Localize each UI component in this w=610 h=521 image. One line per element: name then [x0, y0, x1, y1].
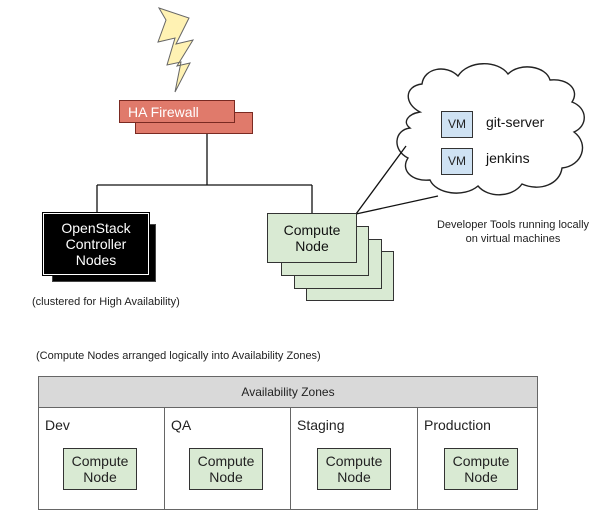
zone-column-staging: Staging Compute Node [291, 408, 418, 510]
dev-tools-caption: Developer Tools running locally on virtu… [436, 219, 590, 246]
vm-name-jenkins: jenkins [486, 150, 530, 166]
controller-label: OpenStack Controller Nodes [61, 219, 131, 269]
availability-zones-header: Availability Zones [39, 377, 537, 408]
az-caption: (Compute Nodes arranged logically into A… [36, 350, 321, 362]
availability-zones-table: Availability Zones Dev Compute Node QA C… [38, 376, 538, 510]
zone-name: Dev [45, 417, 70, 433]
zone-column-production: Production Compute Node [418, 408, 537, 510]
vm-name-git-server: git-server [486, 114, 545, 130]
cloud-connector-upper [355, 145, 407, 215]
cloud-connector-lower [355, 195, 439, 215]
zone-column-dev: Dev Compute Node [39, 408, 165, 510]
zone-name: Production [424, 417, 491, 433]
controller-caption: (clustered for High Availability) [32, 296, 180, 308]
vm-badge-git-server: VM [441, 111, 473, 138]
zone-compute-node: Compute Node [317, 448, 391, 490]
compute-node-label: Compute Node [283, 221, 341, 254]
firewall-box: HA Firewall [119, 100, 235, 123]
lightning-icon [157, 7, 195, 93]
zone-name: QA [171, 417, 192, 433]
zone-compute-node: Compute Node [444, 448, 518, 490]
zone-column-qa: QA Compute Node [165, 408, 291, 510]
compute-node-box: Compute Node [267, 213, 357, 263]
vm-badge-jenkins: VM [441, 148, 473, 175]
zone-compute-node: Compute Node [63, 448, 137, 490]
zone-name: Staging [297, 417, 345, 433]
firewall-label: HA Firewall [128, 103, 199, 120]
controller-box: OpenStack Controller Nodes [42, 212, 150, 276]
zone-compute-node: Compute Node [189, 448, 263, 490]
